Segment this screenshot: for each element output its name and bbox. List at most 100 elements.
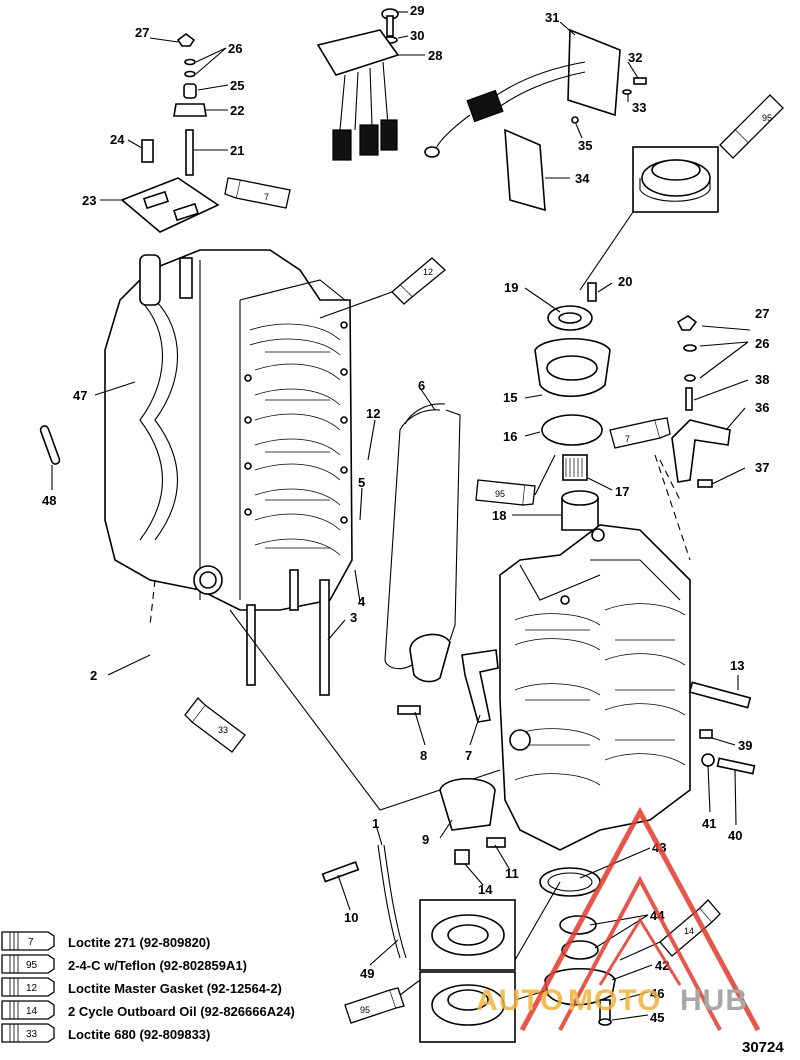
callout-25: 25 [230,78,244,93]
module-31 [424,28,647,212]
legend-label-14: 2 Cycle Outboard Oil (92-826666A24) [68,1004,295,1019]
callout-13: 13 [730,658,744,673]
callout-49: 49 [360,966,374,981]
legend-row-7: 7 Loctite 271 (92-809820) [1,931,210,951]
callout-39: 39 [738,738,752,753]
callout-9: 9 [422,832,429,847]
callout-28: 28 [428,48,442,63]
top-left-hardware [120,33,220,233]
legend-row-95: 95 2-4-C w/Teflon (92-802859A1) [1,954,247,974]
callout-32: 32 [628,50,642,65]
svg-text:95: 95 [360,1005,370,1015]
svg-text:14: 14 [684,926,694,936]
callout-15: 15 [503,390,517,405]
svg-text:95: 95 [26,960,38,971]
callout-37: 37 [755,460,769,475]
legend-row-14: 14 2 Cycle Outboard Oil (92-826666A24) [1,1000,295,1020]
callout-46: 46 [650,986,664,1001]
tube-95-top: 95 [719,94,784,159]
leader-lines [51,11,751,1021]
callout-41: 41 [702,816,716,831]
figure-number: 30724 [742,1039,784,1056]
svg-text:AUTO: AUTO [476,984,564,1017]
callout-29: 29 [410,3,424,18]
right-upper-hardware [654,315,731,561]
lower-bearing-assembly [539,867,616,1026]
callout-8: 8 [420,748,427,763]
svg-text:95: 95 [762,113,772,123]
svg-text:95: 95 [495,489,505,499]
callout-10: 10 [344,910,358,925]
callout-17: 17 [615,484,629,499]
callout-2: 2 [90,668,97,683]
callout-27: 27 [135,25,149,40]
callout-26: 26 [228,41,242,56]
legend-label-12: Loctite Master Gasket (92-12564-2) [68,981,282,996]
part-48-pin [39,425,61,465]
callout-labels: 27 26 25 22 24 21 23 29 30 28 31 32 33 3… [42,3,769,1025]
callout-31: 31 [545,10,559,25]
callout-1: 1 [372,816,379,831]
callout-33: 33 [632,100,646,115]
ignition-module-28 [316,8,400,161]
callout-5: 5 [358,475,365,490]
callout-16: 16 [503,429,517,444]
tube-7-mid: 7 [609,417,671,449]
legend-row-12: 12 Loctite Master Gasket (92-12564-2) [1,977,282,997]
cylinder-block-left [104,249,353,696]
svg-text:HUB: HUB [680,984,748,1017]
tube-95-mid: 95 [475,454,556,506]
bearing-inset-top [579,146,719,291]
bearing-insets-bottom [419,881,561,1043]
callout-27b: 27 [755,306,769,321]
callout-30: 30 [410,28,424,43]
callout-34: 34 [575,171,590,186]
callout-3: 3 [350,610,357,625]
upper-end-cap [534,282,611,531]
callout-12: 12 [366,406,380,421]
callout-14: 14 [478,882,493,897]
svg-text:14: 14 [26,1006,38,1017]
sealant-legend: 7 Loctite 271 (92-809820) 95 2-4-C w/Tef… [1,931,295,1043]
watermark-logo: AUTO MOTO HUB [476,806,761,1032]
callout-20: 20 [618,274,632,289]
legend-label-95: 2-4-C w/Teflon (92-802859A1) [68,958,247,973]
callout-47: 47 [73,388,87,403]
crankcase-right [499,524,691,851]
seal-strip-6 [384,403,461,670]
svg-text:7: 7 [264,192,269,202]
svg-text:7: 7 [625,434,630,444]
callout-48: 48 [42,493,56,508]
tube-33: 33 [184,697,246,753]
callout-23: 23 [82,193,96,208]
tube-7-top: 7 [224,177,291,209]
svg-text:7: 7 [28,937,34,948]
tube-12-top: 12 [319,257,446,319]
tube-95-bottom: 95 [344,979,421,1024]
callout-19: 19 [504,280,518,295]
callout-21: 21 [230,143,244,158]
legend-row-33: 33 Loctite 680 (92-809833) [1,1023,210,1043]
callout-18: 18 [492,508,506,523]
svg-text:12: 12 [423,267,433,277]
svg-text:33: 33 [218,725,228,735]
svg-text:12: 12 [26,983,38,994]
callout-35: 35 [578,138,592,153]
callout-26b: 26 [755,336,769,351]
right-mid-hardware [688,681,756,775]
callout-24: 24 [110,132,125,147]
callout-4: 4 [358,594,366,609]
callout-38: 38 [755,372,769,387]
callout-7: 7 [465,748,472,763]
legend-label-33: Loctite 680 (92-809833) [68,1027,210,1042]
svg-text:MOTO: MOTO [568,984,661,1017]
lower-center-parts [321,633,506,959]
callout-22: 22 [230,103,244,118]
callout-40: 40 [728,828,742,843]
callout-36: 36 [755,400,769,415]
callout-11: 11 [505,866,519,881]
callout-45: 45 [650,1010,664,1025]
svg-text:33: 33 [26,1029,38,1040]
legend-label-7: Loctite 271 (92-809820) [68,935,210,950]
